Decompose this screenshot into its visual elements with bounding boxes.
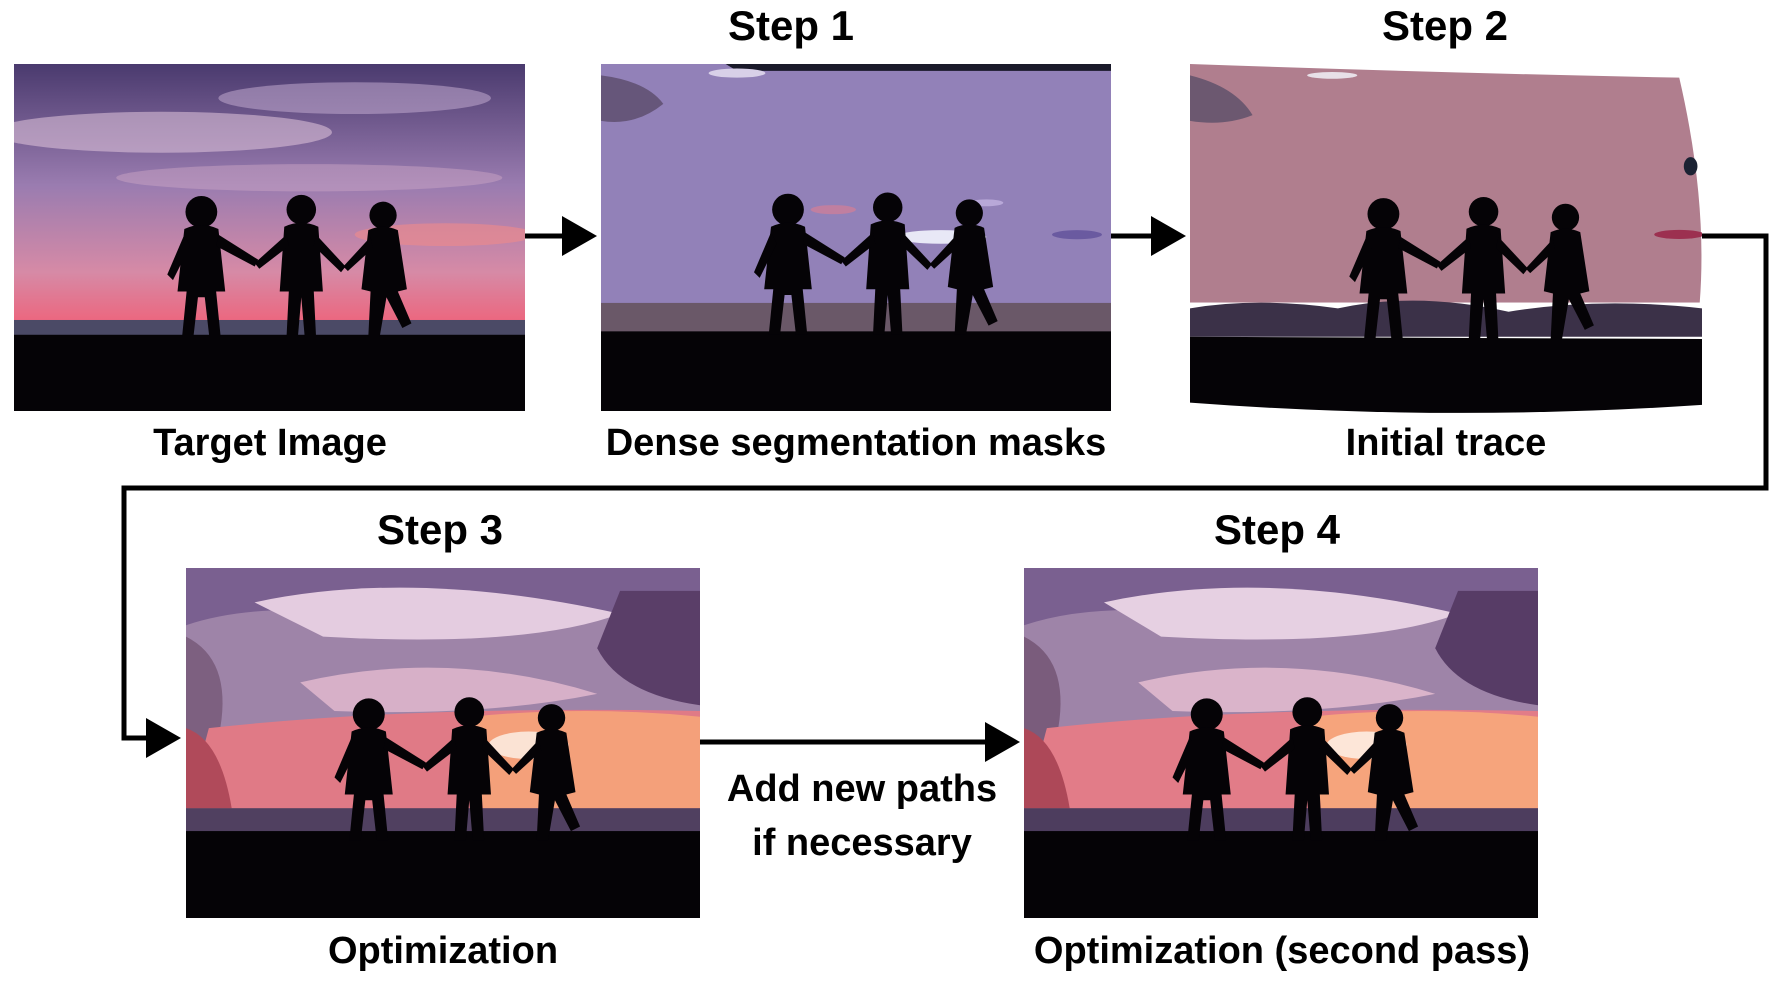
step3-title: Step 3 bbox=[376, 506, 504, 553]
step2-caption: Initial trace bbox=[1345, 422, 1547, 464]
add-new-paths-line2: if necessary bbox=[752, 822, 972, 864]
step1-caption: Dense segmentation masks bbox=[605, 422, 1107, 464]
target-image bbox=[14, 64, 525, 411]
step1-image bbox=[601, 64, 1111, 411]
step4-caption: Optimization (second pass) bbox=[1033, 930, 1531, 972]
step3-caption: Optimization bbox=[327, 930, 559, 972]
step4-image bbox=[1024, 568, 1538, 918]
step1-title: Step 1 bbox=[727, 2, 855, 49]
add-new-paths-label: Add new paths if necessary bbox=[700, 762, 1024, 870]
step3-image bbox=[186, 568, 700, 918]
step4-title: Step 4 bbox=[1213, 506, 1341, 553]
target-image-caption: Target Image bbox=[153, 422, 387, 464]
step2-image bbox=[1190, 64, 1702, 414]
step2-title: Step 2 bbox=[1381, 2, 1509, 49]
add-new-paths-line1: Add new paths bbox=[726, 768, 998, 810]
